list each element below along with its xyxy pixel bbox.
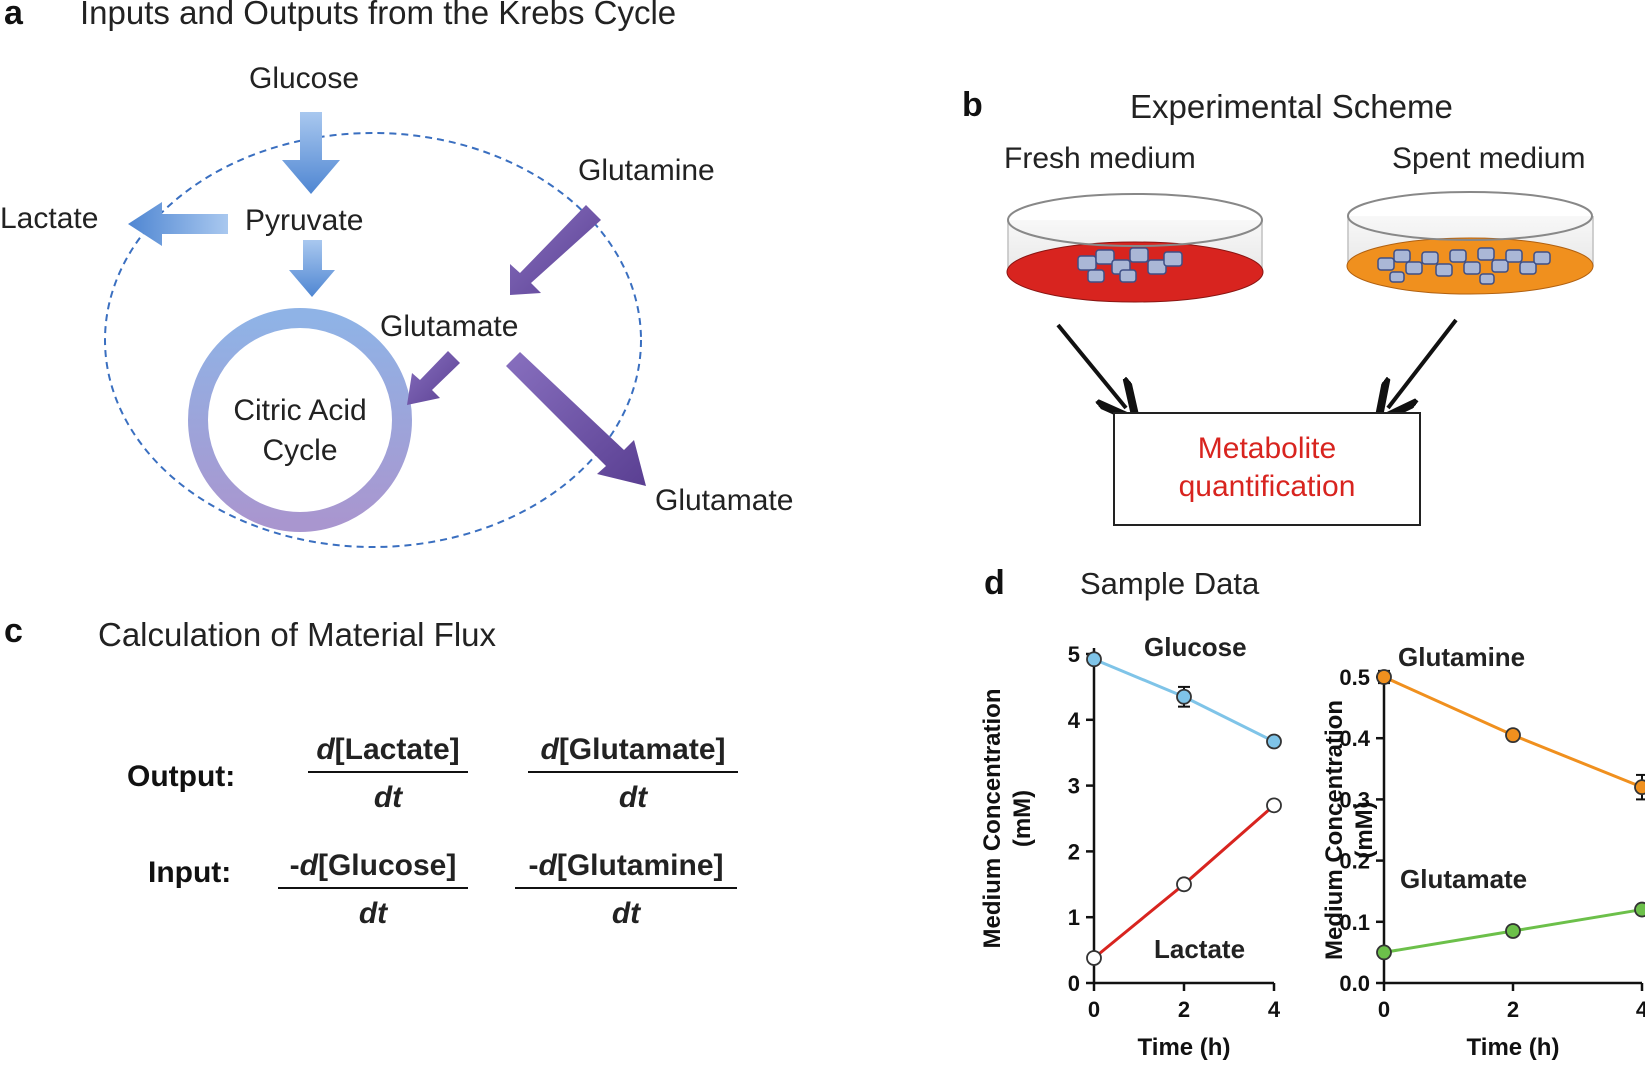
fraction-denominator: dt bbox=[373, 781, 403, 814]
y-tick-label: 0.0 bbox=[1339, 971, 1370, 996]
y-axis-label: Medium Concentration(mM) bbox=[1321, 700, 1378, 960]
fresh-to-box-arrow bbox=[1056, 323, 1126, 408]
series-label-glutamine: Glutamine bbox=[1398, 642, 1525, 672]
spent-medium-dish bbox=[1346, 191, 1594, 295]
data-point-glucose bbox=[1176, 688, 1192, 705]
glutamate-to-cycle-arrow bbox=[407, 351, 460, 405]
y-tick-label: 4 bbox=[1068, 708, 1081, 733]
glucose-to-pyruvate-arrow bbox=[282, 112, 340, 194]
fraction-numerator: d[Glutamate] bbox=[528, 733, 738, 773]
output-glutamate-fraction: d[Glutamate] dt bbox=[528, 733, 738, 815]
panel-a-letter: a bbox=[4, 0, 23, 32]
x-tick-label: 2 bbox=[1507, 997, 1519, 1022]
fraction-numerator: -d[Glutamine] bbox=[515, 849, 737, 889]
data-point-glutamine bbox=[1505, 727, 1521, 744]
fraction-denominator: dt bbox=[358, 897, 388, 930]
x-tick-label: 0 bbox=[1378, 997, 1390, 1022]
box-line1: Metabolite bbox=[1197, 432, 1337, 465]
y-tick-label: 3 bbox=[1068, 774, 1080, 799]
krebs-diagram bbox=[104, 112, 646, 548]
panel-c-title: Calculation of Material Flux bbox=[98, 616, 496, 653]
series-label-glucose: Glucose bbox=[1144, 632, 1247, 662]
glutamate-export-arrow bbox=[506, 352, 646, 486]
fresh-medium-dish bbox=[1006, 193, 1264, 303]
output-lactate-fraction: d[Lactate] dt bbox=[308, 733, 468, 815]
data-point-lactate bbox=[1176, 876, 1192, 893]
x-tick-label: 2 bbox=[1178, 997, 1190, 1022]
y-axis-label-line2: (mM) bbox=[1351, 801, 1378, 858]
cycle-label-line2: Cycle bbox=[262, 434, 338, 467]
data-point-glutamate bbox=[1376, 944, 1392, 961]
cell-boundary-dashed-circle bbox=[104, 132, 642, 548]
panel-a-title: Inputs and Outputs from the Krebs Cycle bbox=[80, 0, 677, 31]
y-tick-label: 0.3 bbox=[1339, 787, 1370, 812]
fraction-denominator: dt bbox=[611, 897, 641, 930]
fraction-numerator: -d[Glucose] bbox=[278, 849, 468, 889]
input-label: Input: bbox=[148, 856, 232, 889]
y-tick-label: 0.4 bbox=[1339, 726, 1370, 751]
x-tick-label: 0 bbox=[1088, 997, 1100, 1022]
glutamine-to-glutamate-arrow bbox=[510, 205, 601, 295]
input-glutamine-fraction: -d[Glutamine] dt bbox=[515, 849, 737, 931]
glutamate-intermediate-label: Glutamate bbox=[380, 310, 519, 343]
series-label-lactate: Lactate bbox=[1154, 934, 1245, 964]
panel-c-letter: c bbox=[4, 612, 23, 650]
metabolite-quantification-box: Metabolite quantification bbox=[1113, 412, 1421, 526]
panel-b-letter: b bbox=[962, 86, 983, 124]
y-tick-label: 0 bbox=[1068, 971, 1080, 996]
citric-acid-cycle-ring bbox=[188, 308, 412, 532]
y-axis-label-line1: Medium Concentration bbox=[1321, 700, 1348, 960]
cycle-label-line1: Citric Acid bbox=[233, 394, 367, 427]
panel-d-letter: d bbox=[984, 564, 1005, 602]
data-point-glucose bbox=[1266, 733, 1282, 750]
box-line2: quantification bbox=[1178, 470, 1356, 503]
data-point-glutamine bbox=[1376, 669, 1392, 685]
fresh-cells bbox=[1077, 247, 1183, 283]
pyruvate-to-lactate-arrow bbox=[128, 202, 228, 246]
data-point-lactate bbox=[1086, 950, 1102, 966]
y-axis-label-line2: (mM) bbox=[1009, 790, 1036, 847]
series-label-glutamate: Glutamate bbox=[1400, 864, 1527, 894]
input-glucose-fraction: -d[Glucose] dt bbox=[278, 849, 468, 931]
fraction-denominator: dt bbox=[618, 781, 648, 814]
fresh-medium-label: Fresh medium bbox=[1004, 142, 1196, 175]
x-tick-label: 4 bbox=[1268, 997, 1281, 1022]
y-tick-label: 5 bbox=[1068, 642, 1080, 667]
y-tick-label: 1 bbox=[1068, 905, 1080, 930]
spent-to-box-arrow bbox=[1388, 318, 1458, 408]
y-tick-label: 2 bbox=[1068, 839, 1080, 864]
pyruvate-label: Pyruvate bbox=[245, 204, 364, 237]
fraction-numerator: d[Lactate] bbox=[308, 733, 468, 773]
panel-d-title: Sample Data bbox=[1080, 566, 1260, 601]
data-point-lactate bbox=[1266, 797, 1282, 814]
glucose-label: Glucose bbox=[249, 62, 360, 95]
glutamate-export-label: Glutamate bbox=[655, 484, 794, 517]
data-point-glutamate bbox=[1634, 901, 1645, 918]
panel-b-title: Experimental Scheme bbox=[1130, 88, 1453, 125]
spent-cells bbox=[1377, 247, 1551, 285]
y-axis-label: Medium Concentration(mM) bbox=[979, 688, 1036, 948]
x-tick-label: 4 bbox=[1636, 997, 1645, 1022]
data-point-glucose bbox=[1086, 651, 1102, 668]
data-point-glutamate bbox=[1505, 923, 1521, 939]
glutamine-label: Glutamine bbox=[578, 154, 715, 187]
data-point-glutamine bbox=[1634, 779, 1645, 796]
y-tick-label: 0.2 bbox=[1339, 849, 1370, 874]
x-axis-label: Time (h) bbox=[1467, 1034, 1560, 1061]
x-axis-label: Time (h) bbox=[1138, 1034, 1231, 1061]
spent-medium-label: Spent medium bbox=[1392, 142, 1586, 175]
pyruvate-to-cycle-arrow bbox=[289, 240, 335, 297]
lactate-label: Lactate bbox=[0, 202, 99, 235]
experimental-scheme-graphic bbox=[1006, 191, 1594, 540]
y-tick-label: 0.5 bbox=[1339, 665, 1370, 690]
output-label: Output: bbox=[127, 760, 236, 793]
y-axis-label-line1: Medium Concentration bbox=[979, 688, 1006, 948]
y-tick-label: 0.1 bbox=[1339, 910, 1370, 935]
